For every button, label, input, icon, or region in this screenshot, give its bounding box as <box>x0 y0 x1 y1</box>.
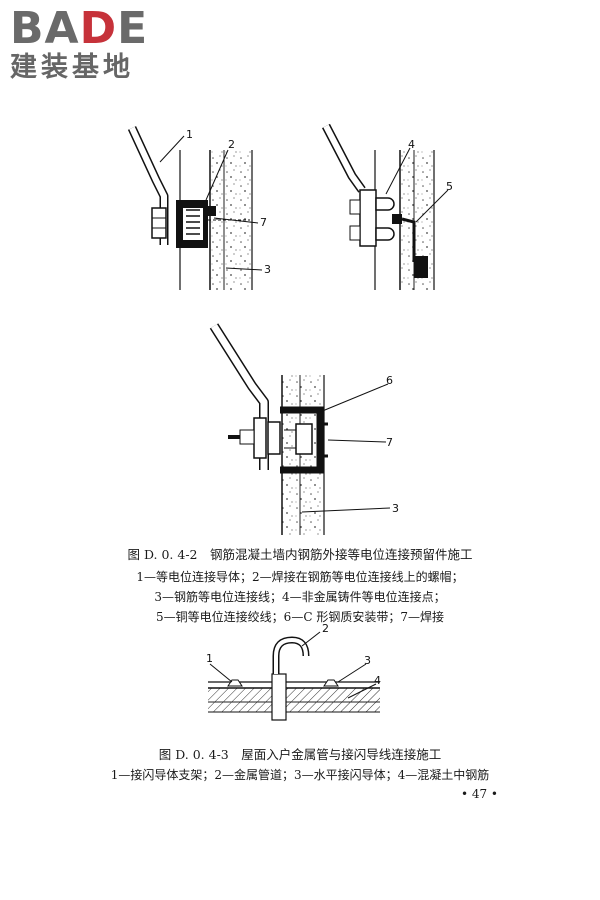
caption-d042-legend-1: 1—等电位连接导体；2—焊接在钢筋等电位连接线上的螺帽； <box>136 570 464 584</box>
label-d4: 4 <box>374 674 381 687</box>
label-c7: 7 <box>386 436 393 449</box>
label-c3: 3 <box>392 502 399 515</box>
bade-logo: BADE 建装基地 <box>10 6 180 84</box>
label-d3: 3 <box>364 654 371 667</box>
caption-d042-legend-3: 5—铜等电位连接绞线；6—C 形钢质安装带；7—焊接 <box>156 610 444 624</box>
caption-d042-legend-2: 3—钢筋等电位连接线；4—非金属铸件等电位连接点； <box>154 590 446 604</box>
logo-subtitle: 建装基地 <box>10 52 134 83</box>
label-a1: 1 <box>186 128 193 141</box>
label-a7: 7 <box>260 216 267 229</box>
drawing-b: 4 5 <box>322 123 453 290</box>
logo-wordmark: BADE <box>10 3 149 54</box>
label-c6: 6 <box>386 374 393 387</box>
label-a3: 3 <box>264 263 271 276</box>
label-d2: 2 <box>322 622 329 635</box>
label-b5: 5 <box>446 180 453 193</box>
drawing-d: 1 2 3 4 <box>206 622 381 721</box>
page-number: • 47 • <box>460 787 498 801</box>
drawing-a: 1 2 7 3 <box>127 126 271 290</box>
caption-d043-title: 图 D. 0. 4-3 屋面入户金属管与接闪导线连接施工 <box>158 747 442 762</box>
drawing-c: 6 7 3 <box>209 323 399 535</box>
label-b4: 4 <box>408 138 415 151</box>
caption-d043-legend-1: 1—接闪导体支架；2—金属管道；3—水平接闪导体；4—混凝土中钢筋 <box>110 768 490 782</box>
caption-d042-title: 图 D. 0. 4-2 钢筋混凝土墙内钢筋外接等电位连接预留件施工 <box>127 547 473 562</box>
label-a2: 2 <box>228 138 235 151</box>
label-d1: 1 <box>206 652 213 665</box>
